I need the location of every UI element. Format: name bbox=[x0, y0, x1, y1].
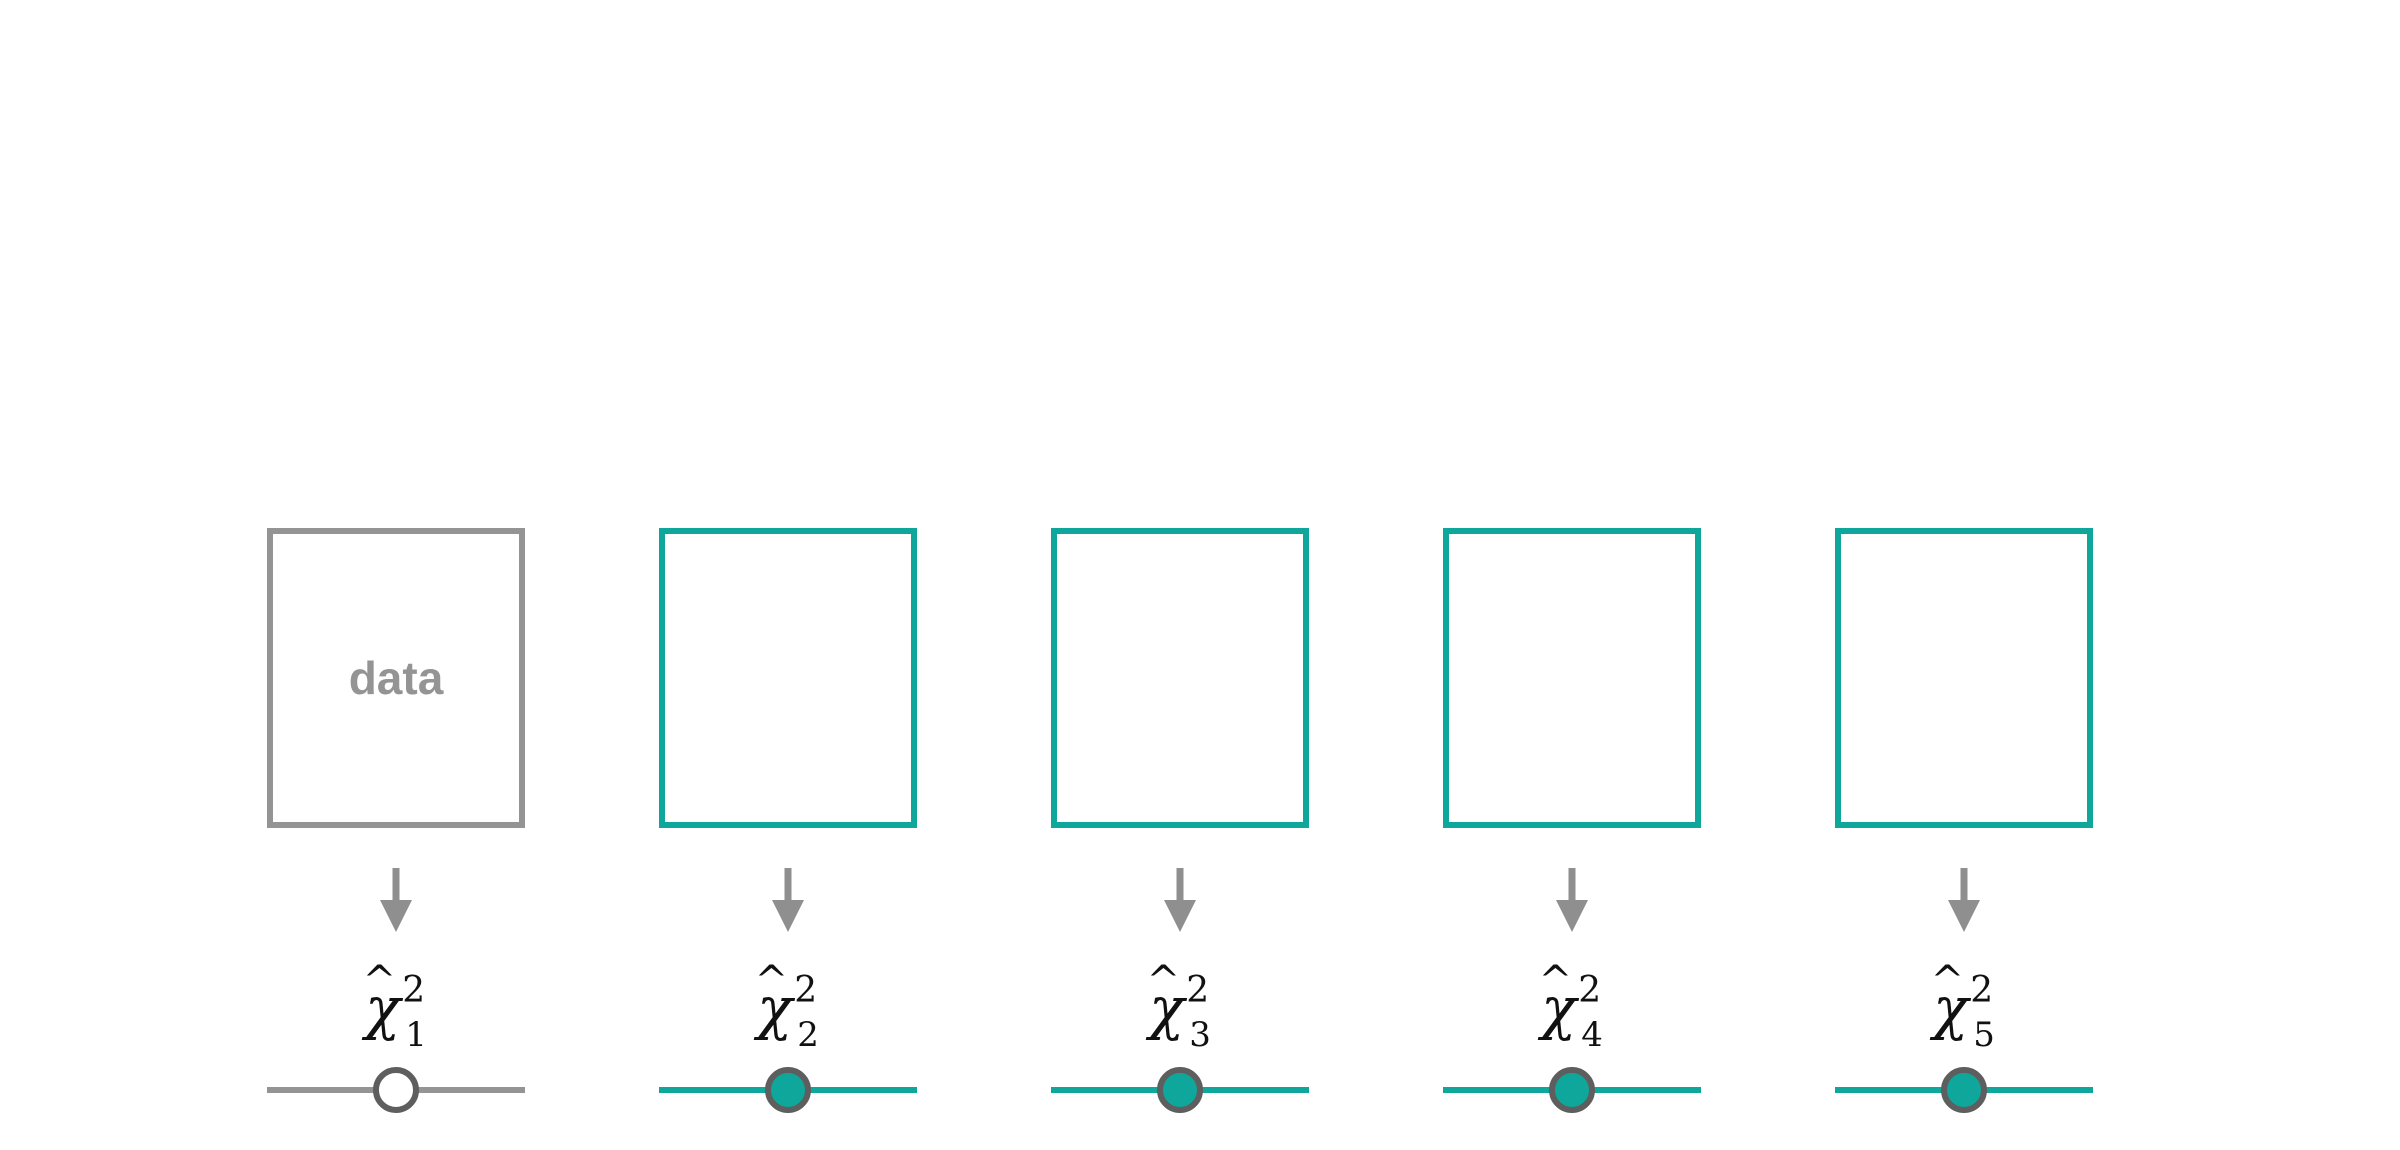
simulated-data-box bbox=[1051, 528, 1309, 828]
chi-superscript: 2 bbox=[1186, 970, 1210, 1011]
chi-letter: χ bbox=[1933, 974, 1969, 1042]
slider-knob bbox=[373, 1067, 419, 1113]
chi-square-symbol: χ^22 bbox=[708, 961, 868, 1052]
chi-base: χ^ bbox=[1539, 961, 1577, 1037]
chi-subscript: 3 bbox=[1189, 1015, 1211, 1055]
chi-square-symbol: χ^25 bbox=[1884, 961, 2044, 1052]
simulated-data-box bbox=[1835, 528, 2093, 828]
chi-square-statistic: χ^21 bbox=[316, 961, 476, 1055]
chi-superscript: 2 bbox=[402, 970, 426, 1011]
chi-subscript: 5 bbox=[1973, 1015, 1995, 1055]
slider-knob bbox=[1941, 1067, 1987, 1113]
chi-square-statistic: χ^24 bbox=[1492, 961, 1652, 1055]
chi-square-statistic: χ^22 bbox=[708, 961, 868, 1055]
chi-base: χ^ bbox=[1931, 961, 1969, 1037]
down-arrow-icon bbox=[376, 868, 416, 932]
chi-square-symbol: χ^23 bbox=[1100, 961, 1260, 1052]
statistic-slider bbox=[1835, 1065, 2093, 1115]
simulated-data-box bbox=[1443, 528, 1701, 828]
chi-superscript: 2 bbox=[1578, 970, 1602, 1011]
hat-accent: ^ bbox=[1146, 958, 1181, 1004]
simulated-data-box bbox=[659, 528, 917, 828]
statistic-slider bbox=[267, 1065, 525, 1115]
down-arrow-icon bbox=[1552, 868, 1592, 932]
chi-base: χ^ bbox=[755, 961, 793, 1037]
chi-base: χ^ bbox=[1147, 961, 1185, 1037]
hat-accent: ^ bbox=[362, 958, 397, 1004]
chi-subscript: 2 bbox=[797, 1015, 819, 1055]
hat-accent: ^ bbox=[1930, 958, 1965, 1004]
chi-subscript: 1 bbox=[405, 1015, 427, 1055]
chi-square-statistic: χ^23 bbox=[1100, 961, 1260, 1055]
chi-base: χ^ bbox=[363, 961, 401, 1037]
chi-letter: χ bbox=[1149, 974, 1185, 1042]
hat-accent: ^ bbox=[1538, 958, 1573, 1004]
statistic-slider bbox=[659, 1065, 917, 1115]
chi-superscript: 2 bbox=[794, 970, 818, 1011]
down-arrow-icon bbox=[1944, 868, 1984, 932]
chi-subscript: 4 bbox=[1581, 1015, 1603, 1055]
box-label: data bbox=[348, 652, 444, 704]
statistic-slider bbox=[1051, 1065, 1309, 1115]
statistic-slider bbox=[1443, 1065, 1701, 1115]
chi-superscript: 2 bbox=[1970, 970, 1994, 1011]
slider-knob bbox=[1549, 1067, 1595, 1113]
chi-square-statistic: χ^25 bbox=[1884, 961, 2044, 1055]
chi-letter: χ bbox=[757, 974, 793, 1042]
chi-letter: χ bbox=[1541, 974, 1577, 1042]
down-arrow-icon bbox=[768, 868, 808, 932]
chi-square-symbol: χ^24 bbox=[1492, 961, 1652, 1052]
hat-accent: ^ bbox=[754, 958, 789, 1004]
chi-letter: χ bbox=[365, 974, 401, 1042]
slider-knob bbox=[1157, 1067, 1203, 1113]
down-arrow-icon bbox=[1160, 868, 1200, 932]
chi-square-symbol: χ^21 bbox=[316, 961, 476, 1052]
slider-knob bbox=[765, 1067, 811, 1113]
data-box: data bbox=[267, 528, 525, 828]
